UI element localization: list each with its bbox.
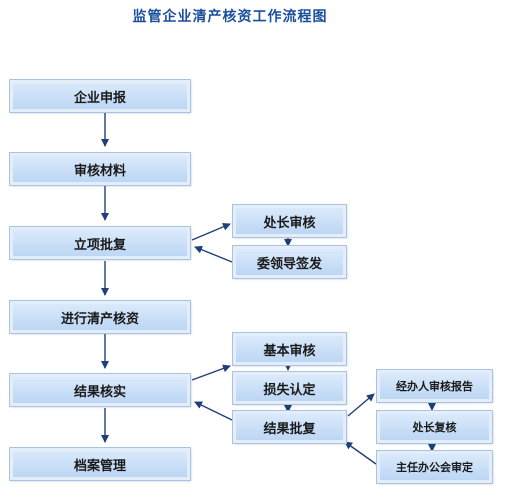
step-director-recheck: 处长复核 [376,410,493,444]
arrow-approve-to-review [191,223,231,241]
arrow-decide-to-result [344,441,377,465]
step-review-materials: 审核材料 [9,152,191,186]
step-office-meeting-decision: 主任办公会审定 [376,450,493,484]
step-archive-management: 档案管理 [9,447,191,481]
step-result-verification: 结果核实 [9,373,191,407]
step-result-approval: 结果批复 [232,410,347,444]
step-committee-sign: 委领导签发 [232,245,347,279]
step-project-approval: 立项批复 [9,226,191,260]
arrow-verify-to-basic [191,364,231,381]
step-director-review: 处长审核 [232,204,347,238]
step-enterprise-declaration: 企业申报 [9,79,191,113]
step-asset-verification: 进行清产核资 [9,300,191,334]
diagram-title: 监管企业清产核资工作流程图 [132,9,328,25]
arrow-result-to-report [347,393,375,417]
arrow-result-to-verify [194,401,233,421]
arrow-sign-to-approve [194,245,233,263]
step-basic-review: 基本审核 [232,332,347,366]
step-loss-determination: 损失认定 [232,371,347,405]
step-handler-report: 经办人审核报告 [376,369,493,403]
